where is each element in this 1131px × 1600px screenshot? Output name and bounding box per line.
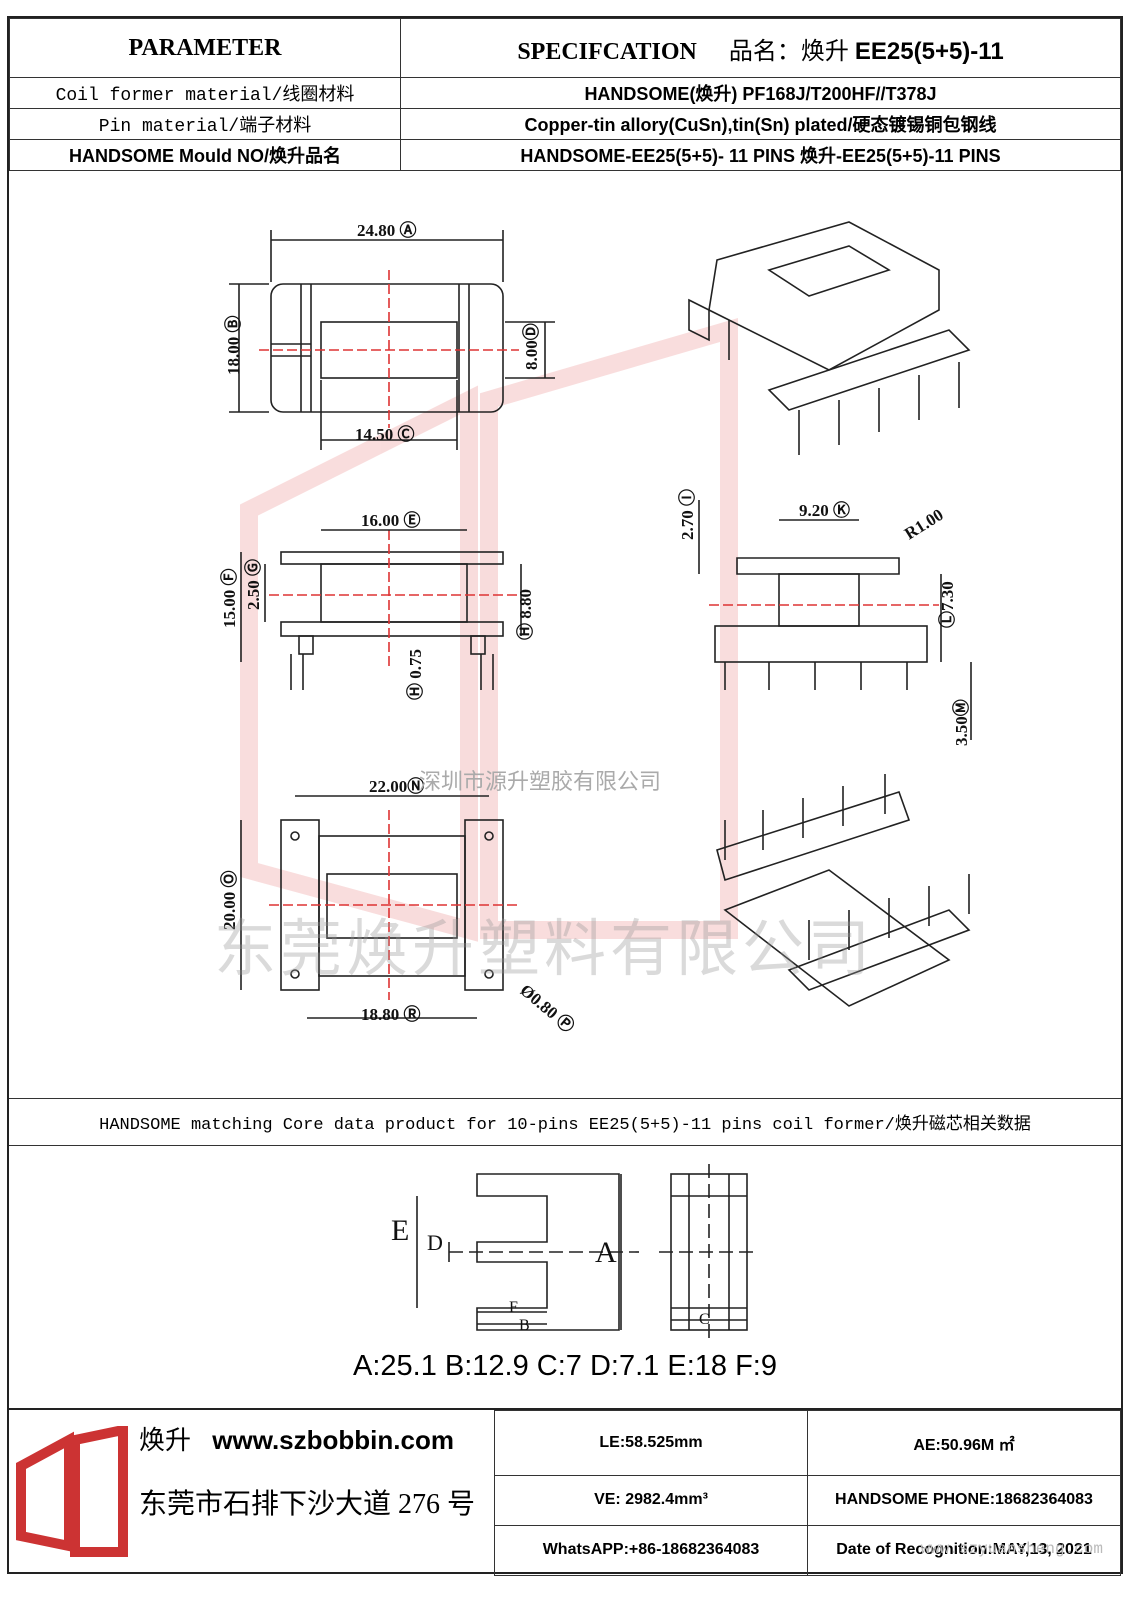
side-view xyxy=(240,529,522,690)
row-value-mould: HANDSOME-EE25(5+5)- 11 PINS 焕升-EE25(5+5)… xyxy=(400,139,1121,171)
watermark-company-big: 东莞焕升塑料有限公司 xyxy=(214,915,875,984)
date-value: Date of Recognition:MAY,13, 2021 xyxy=(807,1524,1121,1577)
logo-watermark xyxy=(240,318,738,942)
le-value: LE:58.525mm xyxy=(494,1410,808,1476)
product-prefix: 品名：焕升 xyxy=(728,38,849,65)
core-label-e: E xyxy=(391,1214,409,1247)
dim-end-width: 9.20 Ⓚ xyxy=(799,500,850,520)
row-label-pin: Pin material/端子材料 xyxy=(9,108,401,140)
dim-end-height: Ⓛ7.30 xyxy=(937,581,957,628)
watermark-url: www.szyuansheng.com xyxy=(920,1540,1103,1558)
core-label-d: D xyxy=(427,1230,443,1255)
row-value-pin: Copper-tin allory(CuSn),tin(Sn) plated/硬… xyxy=(400,108,1121,140)
row-value-material: HANDSOME(焕升) PF168J/T200HF//T378J xyxy=(400,77,1121,109)
company-address: 东莞市石排下沙大道 276 号 xyxy=(139,1489,476,1520)
bottom-view xyxy=(240,795,519,1019)
ae-value: AE:50.96M ㎡ xyxy=(807,1410,1121,1476)
end-view xyxy=(698,500,972,740)
dim-bottom-height: 20.00 Ⓞ xyxy=(219,871,239,931)
technical-drawing: 24.80 Ⓐ 18.00 Ⓑ 14.50 Ⓒ 8.00Ⓓ 16.00 Ⓔ 15… xyxy=(219,220,972,1037)
dim-top-right: 8.00Ⓓ xyxy=(521,323,541,370)
core-values: A:25.1 B:12.9 C:7 D:7.1 E:18 F:9 xyxy=(353,1350,777,1382)
product-name: EE25(5+5)-11 xyxy=(854,37,1004,65)
dim-side-center: Ⓗ 8.80 xyxy=(515,589,535,640)
core-diagram: E D A F B C xyxy=(391,1164,759,1344)
dim-side-pin-gap: Ⓗ 0.75 xyxy=(405,649,425,700)
parameter-table: PARAMETER SPECIFCATION 品名：焕升 EE25(5+5)-1… xyxy=(9,18,1121,171)
dim-side-flange: 2.50 Ⓖ xyxy=(243,559,263,610)
dim-top-height: 18.00 Ⓑ xyxy=(223,316,243,376)
dim-bottom-pitch: 18.80 Ⓡ xyxy=(361,1004,421,1024)
row-label-material: Coil former material/线圈材料 xyxy=(9,77,401,109)
company-logo-icon xyxy=(16,1426,128,1557)
row-label-mould: HANDSOME Mould NO/焕升品名 xyxy=(9,139,401,171)
dim-end-top: 2.70 Ⓘ xyxy=(677,489,697,540)
whatsapp-value: WhatsAPP:+86-18682364083 xyxy=(494,1524,808,1577)
spec-sheet: PARAMETER SPECIFCATION 品名：焕升 EE25(5+5)-1… xyxy=(7,16,1123,1577)
dim-side-width: 16.00 Ⓔ xyxy=(361,510,421,530)
watermark-company-line: 深圳市源升塑胶有限公司 xyxy=(419,769,662,794)
core-label-a: A xyxy=(595,1236,617,1269)
isometric-top-view xyxy=(688,221,971,455)
core-label-b: B xyxy=(519,1317,530,1334)
website-link[interactable]: www.szbobbin.com xyxy=(212,1425,454,1455)
ve-value: VE: 2982.4mm³ xyxy=(494,1474,808,1526)
spec-label: SPECIFCATION xyxy=(517,38,697,65)
core-label-f: F xyxy=(509,1299,518,1316)
footer-data-table: LE:58.525mm AE:50.96M ㎡ VE: 2982.4mm³ HA… xyxy=(494,1410,1121,1577)
specification-heading: SPECIFCATION 品名：焕升 EE25(5+5)-11 xyxy=(400,18,1121,78)
core-label-c: C xyxy=(699,1311,710,1328)
dim-end-pin: 3.50Ⓜ xyxy=(951,699,971,746)
dim-top-window: 14.50 Ⓒ xyxy=(355,424,415,444)
dim-side-height: 15.00 Ⓕ xyxy=(219,569,239,629)
brand-cn: 焕升 xyxy=(139,1426,192,1455)
footer: 焕升 www.szbobbin.com 东莞市石排下沙大道 276 号 LE:5… xyxy=(9,1408,1121,1578)
dim-pin-dia: Ø0.80 Ⓟ xyxy=(516,980,578,1037)
core-section-title: HANDSOME matching Core data product for … xyxy=(9,1098,1121,1146)
brand-line: 焕升 www.szbobbin.com xyxy=(139,1420,454,1457)
dim-end-radius: R1.00 xyxy=(901,505,947,543)
top-view xyxy=(229,230,555,450)
parameter-heading: PARAMETER xyxy=(9,18,401,78)
isometric-bottom-view xyxy=(716,774,971,1007)
dim-top-width: 24.80 Ⓐ xyxy=(357,220,417,240)
phone-value: HANDSOME PHONE:18682364083 xyxy=(807,1474,1121,1526)
dim-bottom-width: 22.00Ⓝ xyxy=(369,776,424,796)
